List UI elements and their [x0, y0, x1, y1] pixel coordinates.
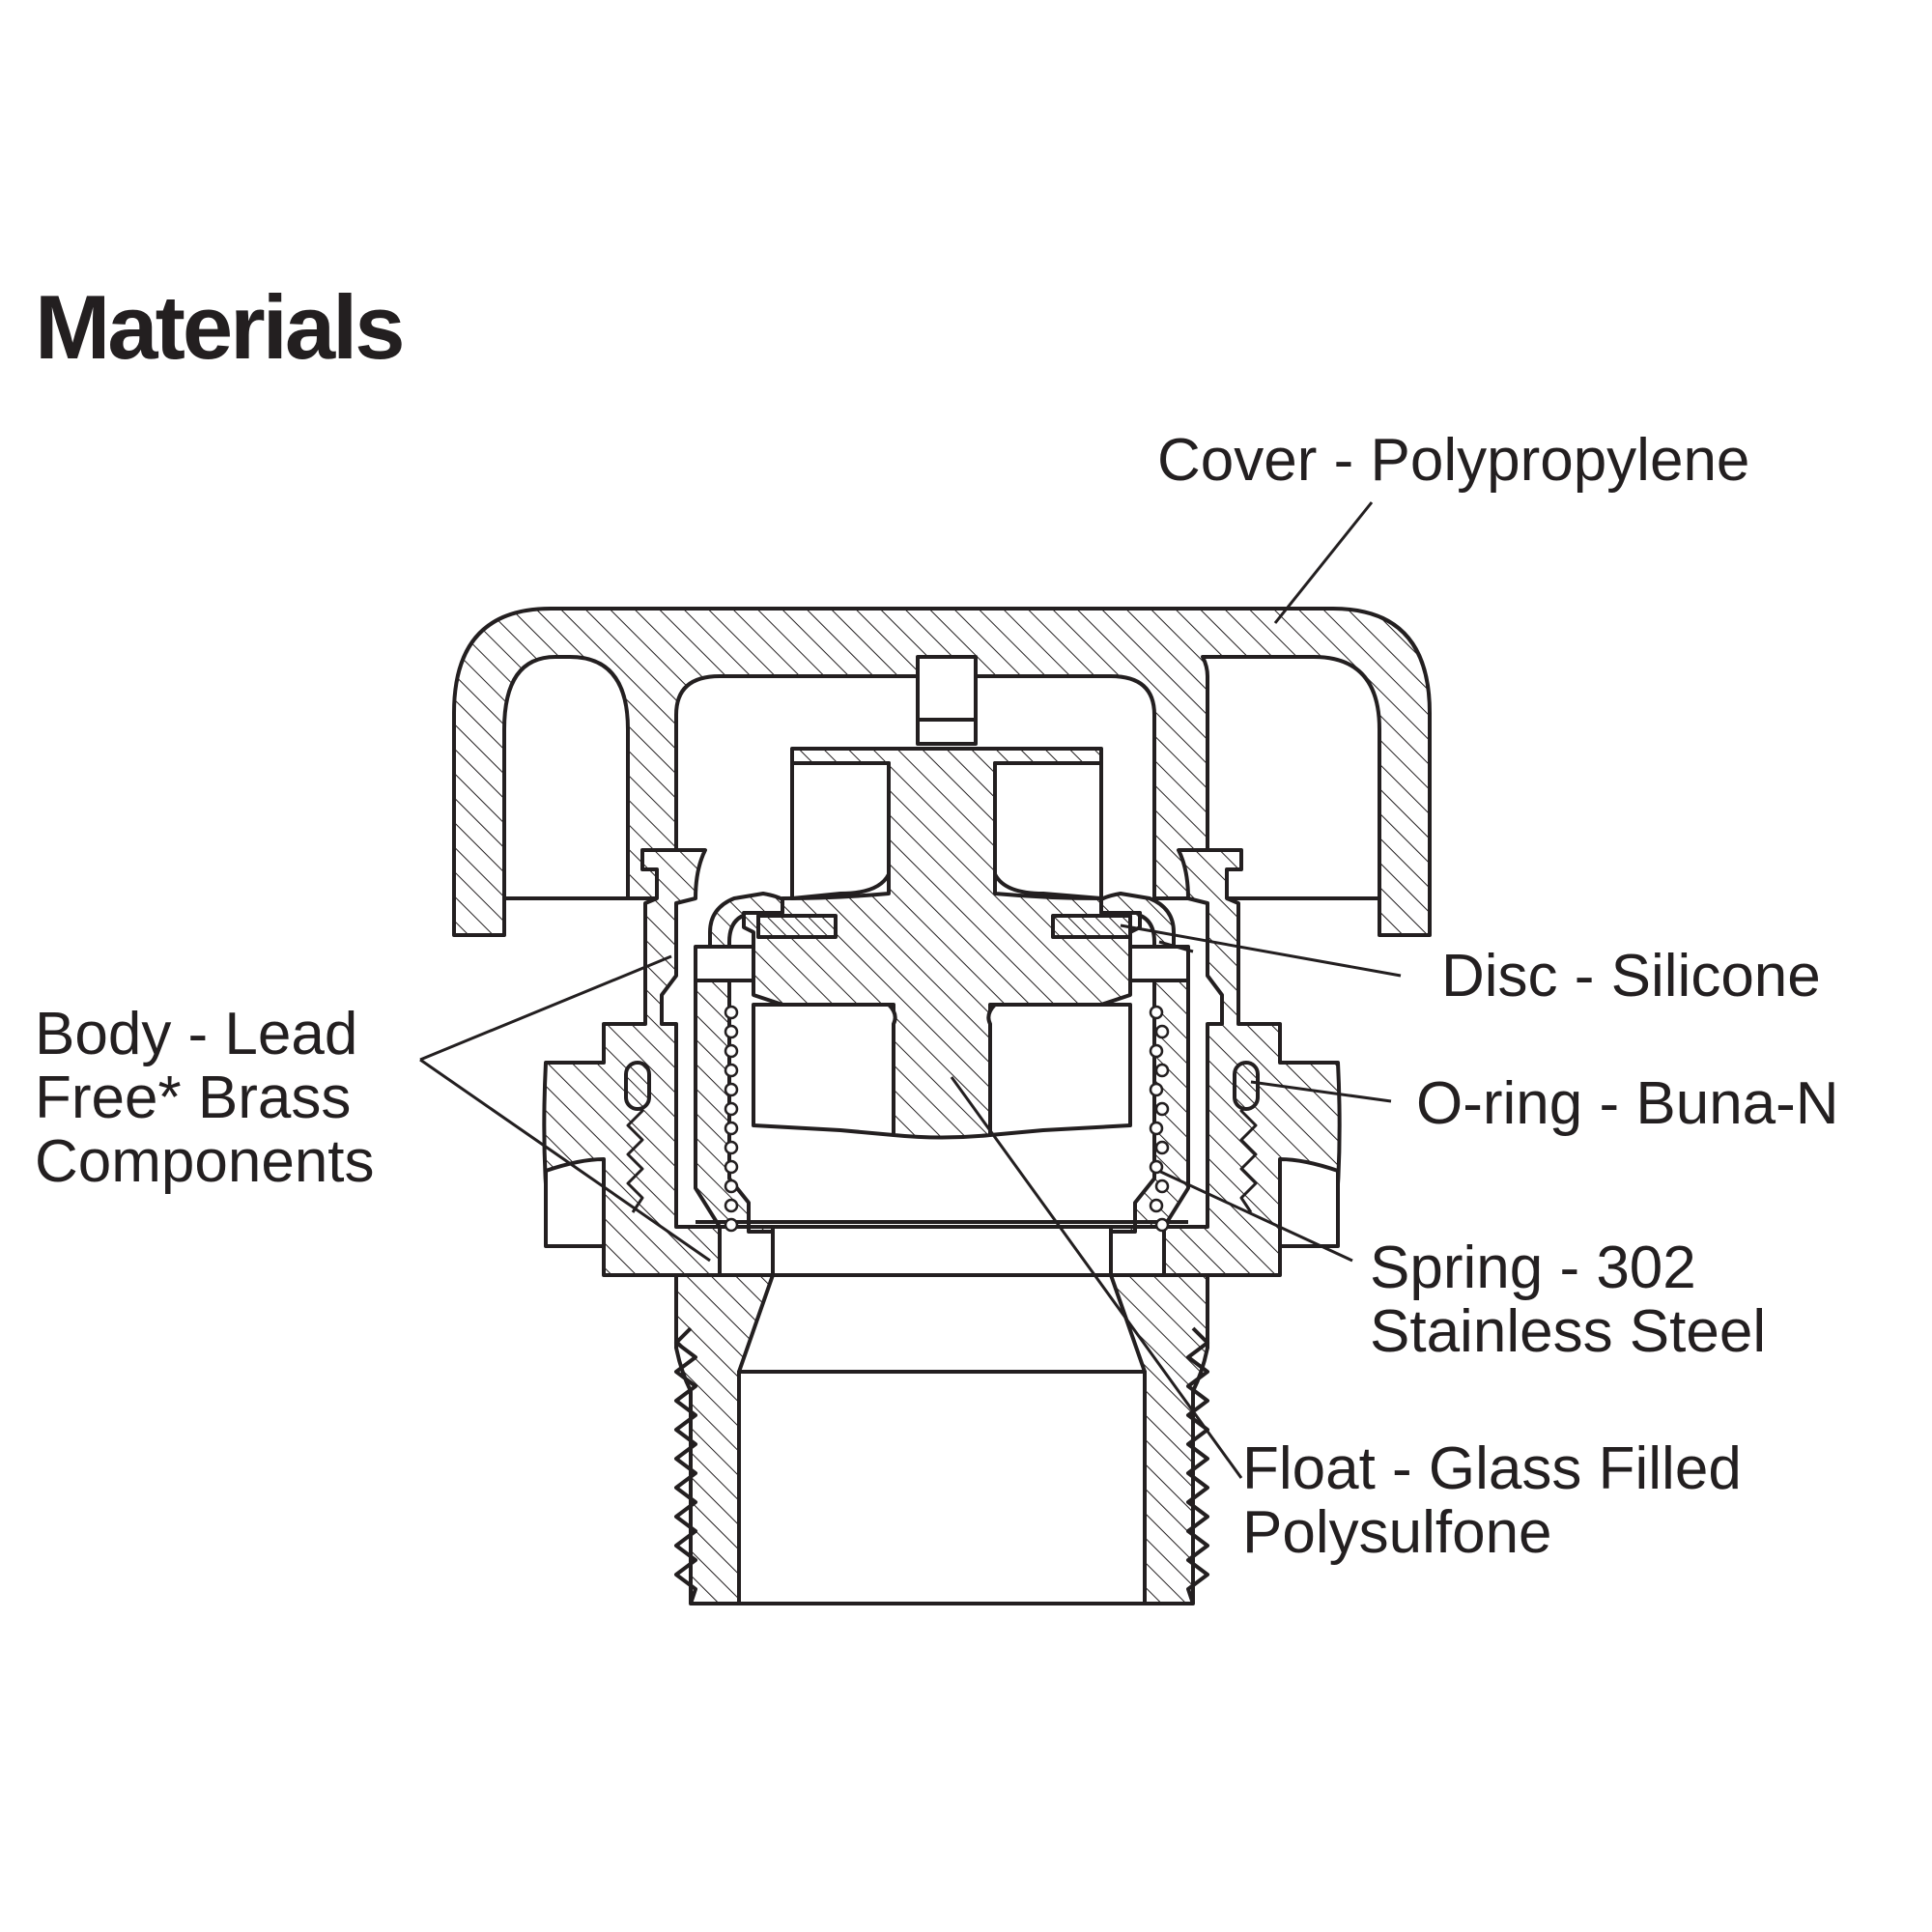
- float-void-lower-right: [986, 1003, 1132, 1137]
- spring-coil: [1149, 1005, 1164, 1020]
- float-void-lower-left: [752, 1003, 897, 1137]
- disc-right: [1051, 914, 1132, 939]
- spring-coil: [1154, 1179, 1170, 1194]
- spring-coils: [724, 1005, 1170, 1233]
- spring-coil: [724, 1121, 739, 1136]
- float-part: [742, 747, 1142, 1140]
- float-void-upper-left: [790, 761, 891, 900]
- leader-disc: [1120, 923, 1402, 978]
- leader-body-2: [419, 1058, 711, 1263]
- leader-body-1: [419, 954, 672, 1062]
- o-ring-left: [624, 1061, 651, 1111]
- label-body: Body - Lead Free* Brass Components: [35, 1001, 375, 1195]
- o-ring-right: [1233, 1061, 1260, 1111]
- page-title: Materials: [35, 276, 406, 378]
- spring-coil: [1154, 1024, 1170, 1039]
- spring-coil: [724, 1005, 739, 1020]
- label-o-ring: O-ring - Buna-N: [1416, 1070, 1839, 1137]
- label-cover: Cover - Polypropylene: [1157, 427, 1750, 494]
- spring-coil: [724, 1024, 739, 1039]
- spring-coil: [1154, 1063, 1170, 1078]
- leader-spring: [1153, 1167, 1353, 1263]
- spring-coil: [724, 1140, 739, 1155]
- body-hex-right: [1278, 1157, 1340, 1248]
- spring-coil: [1149, 1121, 1164, 1136]
- leader-cover: [1273, 501, 1374, 624]
- spring-coil: [724, 1159, 739, 1175]
- spring-coil: [724, 1043, 739, 1059]
- spring-coil: [724, 1179, 739, 1194]
- spring-coil: [724, 1101, 739, 1117]
- spring-coil: [1149, 1082, 1164, 1097]
- disc-left: [756, 914, 838, 939]
- float-void-upper-right: [993, 761, 1103, 900]
- leader-disc-2: [1158, 940, 1194, 953]
- spring-coil: [1154, 1140, 1170, 1155]
- leader-oring: [1250, 1080, 1392, 1103]
- spring-coil: [1154, 1101, 1170, 1117]
- spring-coil: [1149, 1159, 1164, 1175]
- label-spring: Spring - 302 Stainless Steel: [1370, 1235, 1767, 1365]
- body-hex-left: [544, 1157, 606, 1248]
- cover-stem: [916, 655, 978, 746]
- spring-coil: [724, 1217, 739, 1233]
- spring-coil: [1149, 1043, 1164, 1059]
- spring-coil: [724, 1063, 739, 1078]
- body-bore: [737, 1370, 1147, 1605]
- spring-coil: [724, 1198, 739, 1213]
- leader-float: [950, 1076, 1243, 1479]
- spring-coil: [1149, 1198, 1164, 1213]
- spring-coil: [724, 1082, 739, 1097]
- body-threads-right: [1186, 1326, 1209, 1605]
- label-float: Float - Glass Filled Polysulfone: [1242, 1435, 1742, 1566]
- label-disc: Disc - Silicone: [1441, 943, 1821, 1009]
- spring-coil: [1154, 1217, 1170, 1233]
- body-threads-left: [674, 1326, 697, 1605]
